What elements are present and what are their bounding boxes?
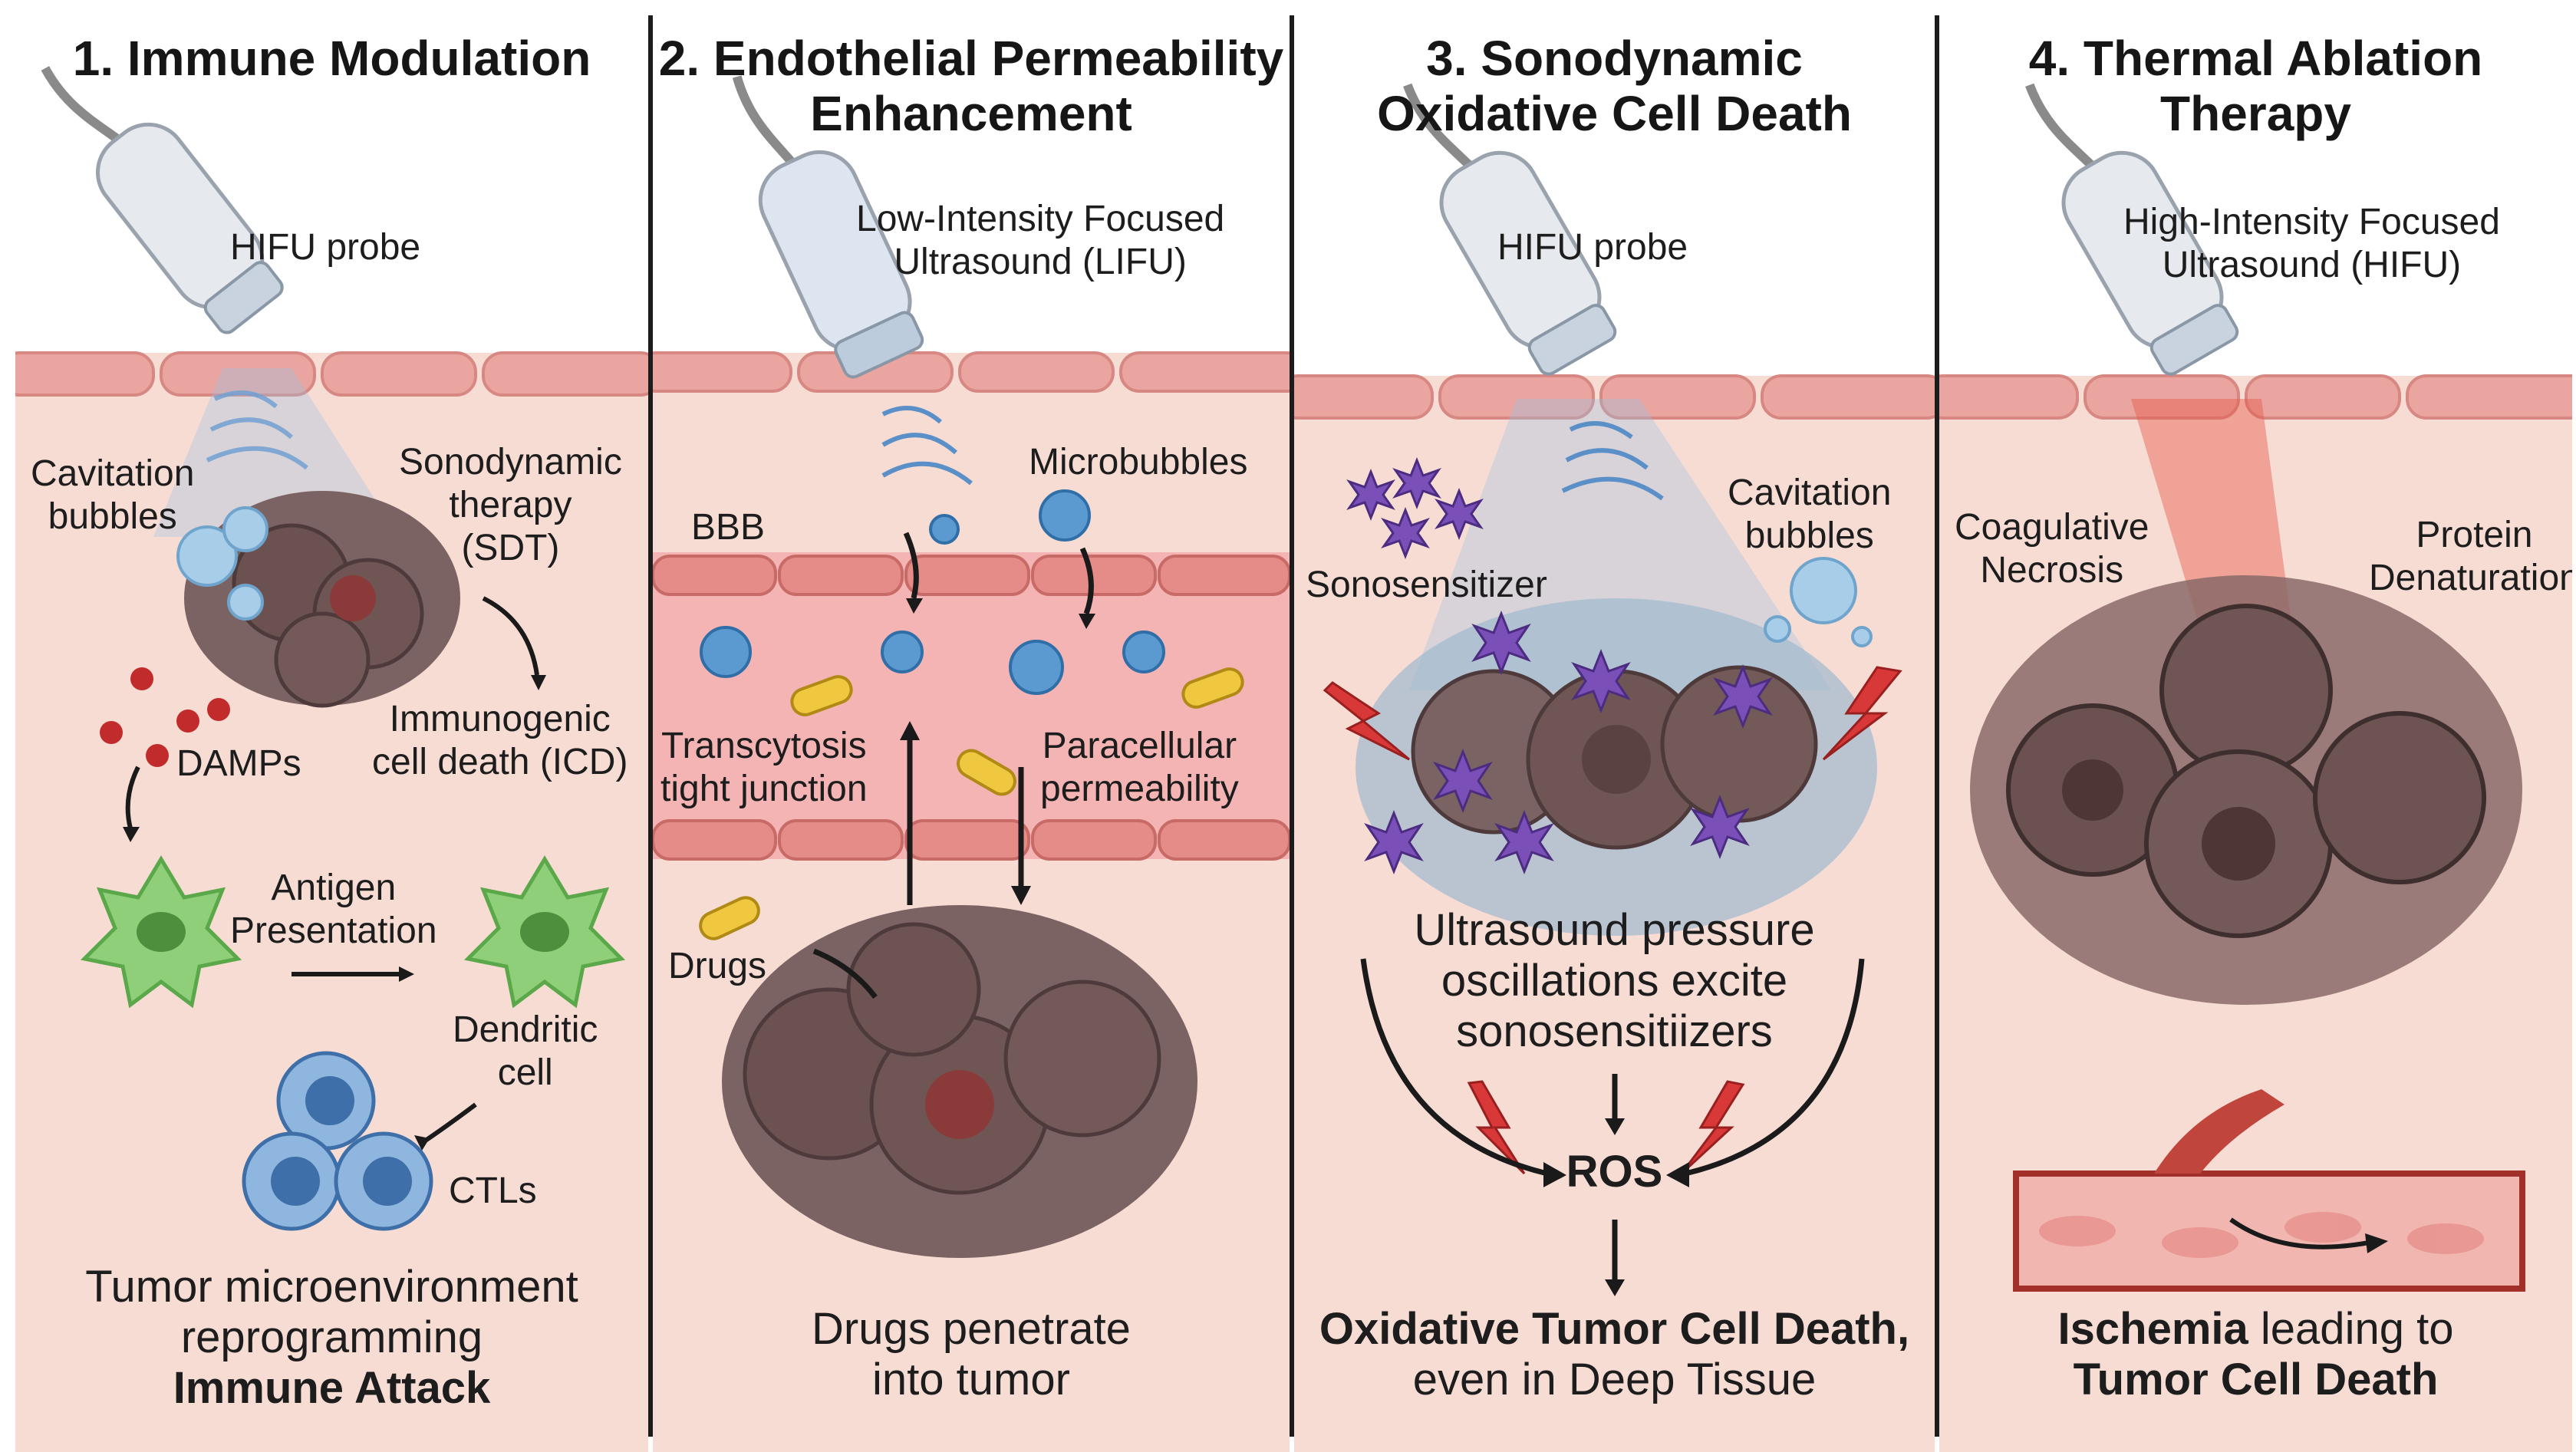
ultrasound-probe-icon bbox=[732, 75, 924, 379]
blood-vessel-icon bbox=[2013, 1089, 2525, 1292]
panel-footer: Tumor microenvironment reprogramming Imm… bbox=[85, 1262, 578, 1413]
ultrasound-wave-icon bbox=[1561, 421, 1664, 501]
probe-label: HIFU probe bbox=[230, 227, 421, 268]
damps-icon bbox=[100, 667, 230, 767]
sonosensitizer-label: Sonosensitizer bbox=[1306, 565, 1547, 605]
divider-1 bbox=[648, 15, 653, 1437]
tumor-mass-icon bbox=[1356, 598, 1877, 936]
panel-1-illustration bbox=[15, 66, 648, 1452]
ultrasound-probe-icon bbox=[2025, 83, 2239, 376]
tumor-mass-icon bbox=[1970, 575, 2522, 1005]
divider-3 bbox=[1935, 15, 1939, 1437]
drugs-label: Drugs bbox=[668, 946, 767, 986]
panel-4-illustration bbox=[1939, 83, 2572, 1452]
divider-2 bbox=[1290, 15, 1294, 1437]
heat-beam-icon bbox=[2131, 399, 2292, 629]
blood-vessel-icon bbox=[653, 552, 1290, 861]
sonosensitizer-star-icon bbox=[1346, 456, 1773, 875]
damps-label: DAMPs bbox=[176, 743, 301, 784]
microbubbles-label: Microbubbles bbox=[1029, 442, 1248, 482]
skin-layer bbox=[15, 351, 648, 397]
panel-footer: Oxidative Tumor Cell Death,even in Deep … bbox=[1319, 1304, 1910, 1404]
ultrasound-probe-icon bbox=[41, 66, 284, 334]
panel-title: 1. Immune Modulation bbox=[72, 31, 591, 86]
tumor-mass-icon bbox=[722, 905, 1197, 1258]
bbb-label: BBB bbox=[691, 507, 766, 548]
ctls-label: CTLs bbox=[449, 1170, 537, 1211]
ultrasound-probe-icon bbox=[1403, 83, 1617, 376]
panel-immune-modulation: 1. Immune Modulation HIFU probe Cavitati… bbox=[15, 0, 648, 1452]
panel-2-illustration bbox=[653, 75, 1290, 1452]
ros-label: ROS bbox=[1566, 1147, 1663, 1197]
panel-footer: Ischemia leading to Tumor Cell Death bbox=[2057, 1304, 2454, 1404]
ros-lightning-icon bbox=[1323, 666, 1902, 1175]
probe-label: HIFU probe bbox=[1497, 227, 1688, 268]
cavitation-bubble-icon bbox=[176, 506, 268, 621]
panel-3-illustration bbox=[1294, 83, 1935, 1452]
ultrasound-wave-icon bbox=[206, 390, 308, 470]
cavitation-bubble-icon bbox=[1764, 557, 1873, 647]
ultrasound-wave-icon bbox=[881, 406, 973, 486]
microbubble-icon bbox=[700, 489, 1165, 695]
